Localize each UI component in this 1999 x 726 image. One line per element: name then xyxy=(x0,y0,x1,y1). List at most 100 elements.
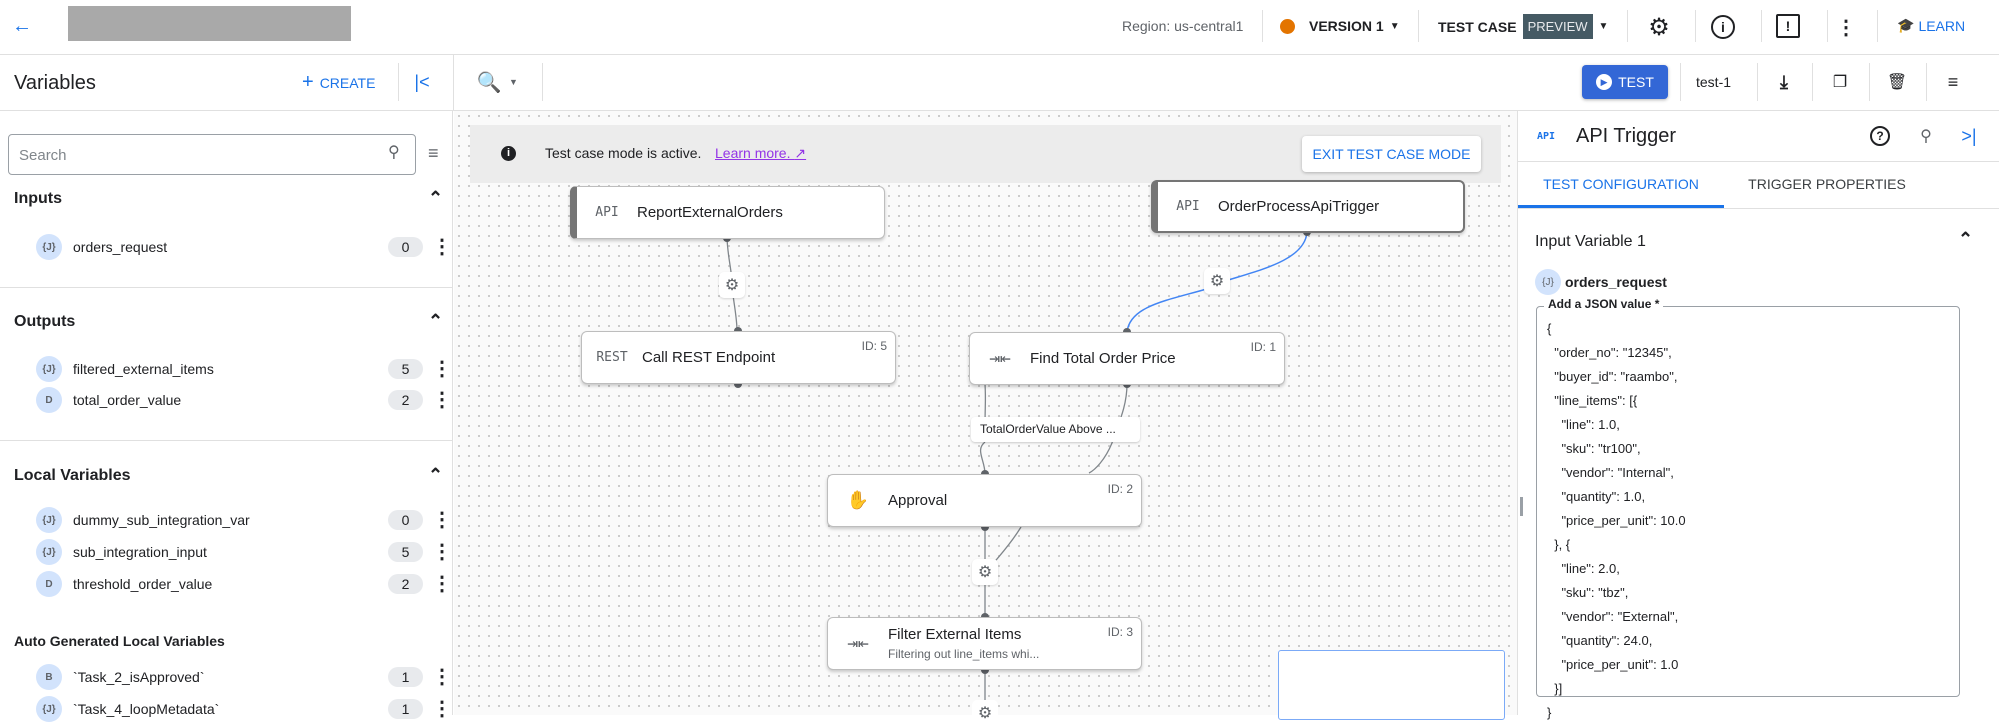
run-test-button[interactable]: ▶TEST xyxy=(1582,65,1668,99)
caret-down-icon: ▼ xyxy=(1389,20,1400,32)
info-icon[interactable]: i xyxy=(1711,15,1735,39)
menu-list-icon[interactable]: ≡ xyxy=(1947,71,1959,92)
sort-filter-icon[interactable]: ≡ xyxy=(428,143,439,163)
variable-item[interactable]: {J} sub_integration_input 5 ⋮ xyxy=(36,539,452,565)
usage-count-badge: 1 xyxy=(388,699,423,719)
variable-type-badge: D xyxy=(36,387,62,413)
node-id: ID: 5 xyxy=(861,339,887,353)
section-title: Outputs xyxy=(14,313,76,330)
caret-down-icon: ▼ xyxy=(1598,21,1609,32)
node-title: OrderProcessApiTrigger xyxy=(1218,198,1380,215)
variable-name: orders_request xyxy=(73,239,168,255)
variables-title: Variables xyxy=(14,72,96,94)
tab-test-configuration[interactable]: TEST CONFIGURATION xyxy=(1518,162,1724,208)
plus-icon: + xyxy=(302,71,314,93)
usage-count-badge: 5 xyxy=(388,359,423,379)
learn-button[interactable]: 🎓LEARN xyxy=(1897,17,1965,34)
divider xyxy=(0,287,453,288)
variable-type-badge: {J} xyxy=(36,356,62,382)
learn-more-link[interactable]: Learn more. ↗ xyxy=(715,145,806,162)
usage-count-badge: 5 xyxy=(388,542,423,562)
chevron-up-icon[interactable]: ⌃ xyxy=(428,311,444,331)
info-icon: i xyxy=(501,146,516,161)
variable-item[interactable]: B `Task_2_isApproved` 1 ⋮ xyxy=(36,664,452,690)
feedback-icon[interactable]: ! xyxy=(1776,14,1800,38)
usage-count-badge: 0 xyxy=(388,237,423,257)
properties-panel: API API Trigger ? ⚲ >| TEST CONFIGURATIO… xyxy=(1517,111,1999,715)
section-title: Inputs xyxy=(14,190,62,207)
edge-condition-gear-icon[interactable]: ⚙ xyxy=(972,559,998,585)
api-icon: API xyxy=(1537,131,1556,142)
test-case-dropdown[interactable]: TEST CASE PREVIEW ▼ xyxy=(1438,14,1608,39)
learn-more-label: Learn more. xyxy=(715,145,791,161)
preview-badge: PREVIEW xyxy=(1522,14,1593,39)
test-case-name: test-1 xyxy=(1696,74,1732,90)
back-arrow-icon[interactable]: ← xyxy=(12,14,32,37)
hand-icon: ✋ xyxy=(846,490,870,511)
edge-condition-gear-icon[interactable]: ⚙ xyxy=(1204,268,1230,294)
delete-icon[interactable]: 🗑 xyxy=(1886,74,1908,91)
collapse-sidebar-icon[interactable]: |< xyxy=(414,71,430,92)
caret-down-icon[interactable]: ▼ xyxy=(509,77,518,87)
api-icon: API xyxy=(595,205,619,220)
exit-test-case-mode-button[interactable]: EXIT TEST CASE MODE xyxy=(1302,136,1481,172)
toolbar: Variables +CREATE |< 🔍 ▼ ▶TEST test-1 ⤓ … xyxy=(0,55,1999,111)
help-icon[interactable]: ? xyxy=(1870,126,1890,146)
collapse-panel-icon[interactable]: >| xyxy=(1961,125,1977,146)
download-icon[interactable]: ⤓ xyxy=(1780,71,1788,92)
more-vert-icon[interactable]: ⋮ xyxy=(1836,16,1856,39)
section-title: Auto Generated Local Variables xyxy=(14,633,225,649)
learn-label: LEARN xyxy=(1918,17,1966,34)
rest-icon: REST xyxy=(596,350,628,365)
search-input[interactable]: Search xyxy=(8,134,416,175)
edge-condition-gear-icon[interactable]: ⚙ xyxy=(719,272,745,298)
external-link-icon: ↗ xyxy=(794,145,807,161)
usage-count-badge: 0 xyxy=(388,510,423,530)
edge-condition-label[interactable]: TotalOrderValue Above ... xyxy=(971,417,1140,442)
edge-trigger-to-find xyxy=(1126,231,1308,333)
section-title: Local Variables xyxy=(14,467,131,484)
json-value-textarea[interactable]: { "order_no": "12345", "buyer_id": "raam… xyxy=(1536,306,1960,720)
data-mapping-icon: ⇥⇤ xyxy=(989,348,1011,369)
create-label: CREATE xyxy=(319,74,376,91)
version-status-dot xyxy=(1280,18,1295,34)
pin-icon[interactable]: ⚲ xyxy=(1920,128,1932,145)
redacted-title xyxy=(68,6,351,41)
play-icon: ▶ xyxy=(1596,74,1613,90)
version-dropdown[interactable]: VERSION 1 ▼ xyxy=(1280,18,1400,34)
settings-gear-icon[interactable]: ⚙ xyxy=(1648,13,1670,41)
panel-resize-handle[interactable] xyxy=(1520,497,1523,516)
chevron-up-icon[interactable]: ⌃ xyxy=(1958,229,1974,249)
section-title: Input Variable 1 xyxy=(1535,233,1646,250)
copy-icon[interactable]: ❐ xyxy=(1832,74,1848,91)
create-variable-button[interactable]: + CREATE xyxy=(302,71,375,94)
usage-count-badge: 2 xyxy=(388,390,423,410)
task-node-call-rest-endpoint[interactable]: REST Call REST Endpoint ID: 5 xyxy=(581,331,896,384)
minimap[interactable] xyxy=(1278,650,1505,720)
edge-find-to-filter xyxy=(1088,383,1128,474)
variable-item[interactable]: {J} filtered_external_items 5 ⋮ xyxy=(36,356,452,382)
search-icon[interactable]: ⚲ xyxy=(388,144,400,161)
variables-sidebar xyxy=(0,111,453,715)
tab-trigger-properties[interactable]: TRIGGER PROPERTIES xyxy=(1748,176,1906,192)
node-title: Call REST Endpoint xyxy=(642,349,776,366)
chevron-up-icon[interactable]: ⌃ xyxy=(428,188,444,208)
variable-name: threshold_order_value xyxy=(73,576,213,592)
edge-condition-gear-icon[interactable]: ⚙ xyxy=(972,700,998,726)
variable-item[interactable]: {J} orders_request 0 ⋮ xyxy=(36,234,452,260)
input-variable-name: orders_request xyxy=(1565,274,1667,290)
node-subtitle: Filtering out line_items whi... xyxy=(888,647,1040,661)
zoom-in-icon[interactable]: 🔍 xyxy=(476,71,502,94)
test-mode-banner: i Test case mode is active. Learn more. … xyxy=(470,125,1501,183)
chevron-up-icon[interactable]: ⌃ xyxy=(428,465,444,485)
json-type-badge: {J} xyxy=(1535,269,1561,295)
node-title: Filter External Items xyxy=(888,626,1022,643)
variable-item[interactable]: D threshold_order_value 2 ⋮ xyxy=(36,571,452,597)
variable-type-badge: {J} xyxy=(36,539,62,565)
node-id: ID: 1 xyxy=(1250,340,1276,354)
